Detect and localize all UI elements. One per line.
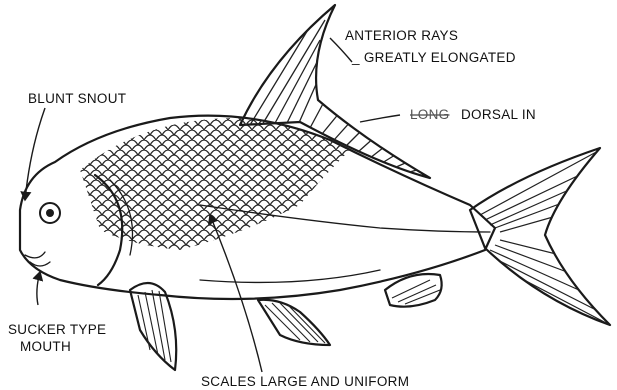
label-long-struck: LONG: [410, 107, 449, 122]
label-anterior-rays-line2: _ GREATLY ELONGATED: [351, 50, 516, 65]
label-dorsal-fin: DORSAL IN: [461, 107, 536, 122]
label-sucker-type: SUCKER TYPE: [8, 322, 106, 337]
label-mouth: MOUTH: [20, 339, 71, 354]
label-anterior-rays-line1: ANTERIOR RAYS: [345, 28, 458, 43]
label-blunt-snout: BLUNT SNOUT: [28, 91, 126, 106]
label-scales: SCALES LARGE AND UNIFORM: [201, 374, 409, 389]
fish-body: [20, 116, 495, 299]
pelvic-fin: [258, 300, 330, 345]
